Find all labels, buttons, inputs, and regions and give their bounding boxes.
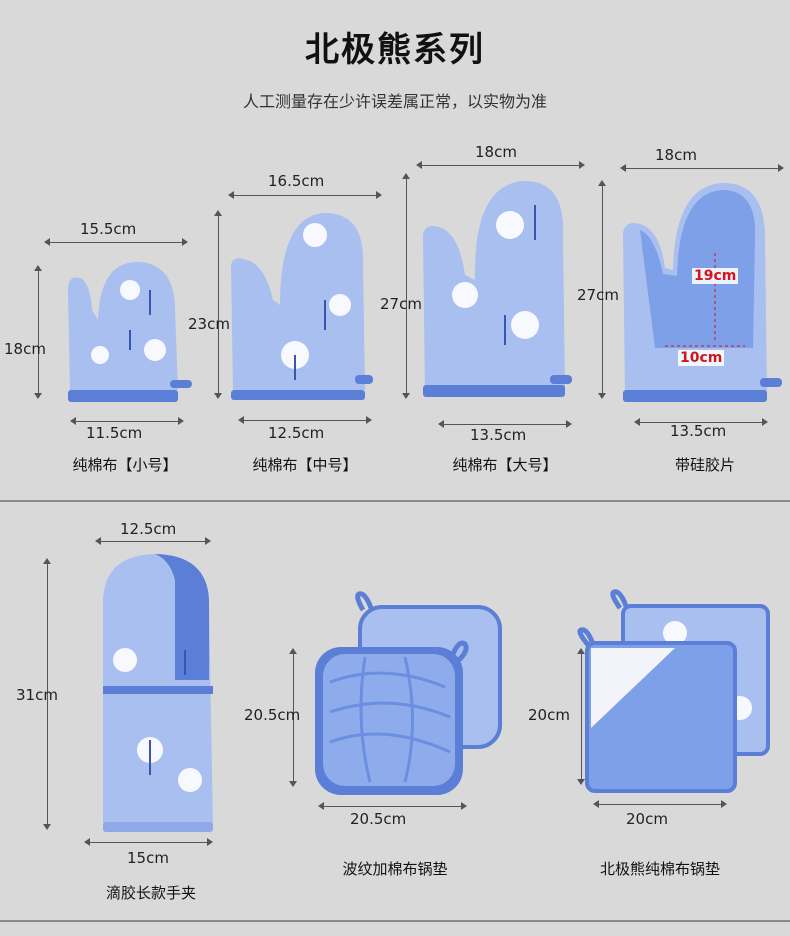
silicone-pot-holder: [315, 591, 502, 795]
small-width-bottom-label: 11.5cm: [86, 424, 143, 442]
small-width-top-line: [44, 238, 188, 246]
silicone-width-bottom-line: [634, 418, 768, 426]
medium-caption: 纯棉布【中号】: [252, 456, 358, 474]
medium-oven-mitt: [231, 213, 373, 400]
cotton-pad-height-label: 20cm: [528, 706, 570, 724]
silicone-width-top-label: 18cm: [655, 146, 697, 164]
medium-width-top-line: [228, 191, 382, 199]
small-width-top-label: 15.5cm: [80, 220, 137, 238]
large-height-line: [402, 173, 410, 399]
silicone-width-top-line: [620, 164, 784, 172]
long-oven-mitt: [103, 554, 213, 832]
section-divider-bottom: [0, 920, 790, 922]
medium-height-label: 23cm: [188, 315, 230, 333]
silicone-pad-width-label: 20.5cm: [350, 810, 407, 828]
long-mitt-height-label: 31cm: [16, 686, 58, 704]
long-mitt-width-bottom-line: [84, 838, 213, 846]
silicone-pad-width-line: [318, 802, 467, 810]
large-width-bottom-line: [438, 420, 572, 428]
large-width-top-label: 18cm: [475, 143, 517, 161]
silicone-pad-height-label: 20.5cm: [244, 706, 301, 724]
silicone-caption: 带硅胶片: [674, 456, 735, 474]
medium-height-line: [214, 210, 222, 399]
silicone-oven-mitt: [623, 183, 782, 402]
small-height-label: 18cm: [4, 340, 46, 358]
small-oven-mitt: [68, 261, 192, 402]
large-height-label: 27cm: [380, 295, 422, 313]
silicone-pad-height-line: [289, 648, 297, 787]
long-mitt-width-top-label: 12.5cm: [120, 520, 177, 538]
large-oven-mitt: [423, 181, 572, 397]
large-caption: 纯棉布【大号】: [452, 456, 558, 474]
silicone-inner-width-label: 10cm: [678, 350, 725, 366]
section-divider-top: [0, 500, 790, 502]
small-width-bottom-line: [70, 417, 184, 425]
long-mitt-caption: 滴胶长款手夹: [105, 884, 196, 902]
page-subtitle: 人工测量存在少许误差属正常，以实物为准: [242, 92, 547, 111]
long-mitt-width-bottom-label: 15cm: [127, 849, 169, 867]
cotton-pad-width-line: [593, 800, 727, 808]
medium-width-bottom-line: [238, 416, 372, 424]
medium-width-top-label: 16.5cm: [268, 172, 325, 190]
large-width-top-line: [416, 161, 585, 169]
large-width-bottom-label: 13.5cm: [470, 426, 527, 444]
cotton-pad-caption: 北极熊纯棉布锅垫: [599, 860, 720, 878]
long-mitt-width-top-line: [95, 537, 211, 545]
silicone-height-line: [598, 180, 606, 399]
silicone-width-bottom-label: 13.5cm: [670, 422, 727, 440]
silicone-height-label: 27cm: [577, 286, 619, 304]
silicone-pad-caption: 波纹加棉布锅垫: [342, 860, 448, 878]
cotton-pad-width-label: 20cm: [626, 810, 668, 828]
medium-width-bottom-label: 12.5cm: [268, 424, 325, 442]
small-height-line: [34, 265, 42, 399]
silicone-inner-height-label: 19cm: [692, 268, 739, 284]
small-caption: 纯棉布【小号】: [72, 456, 178, 474]
long-mitt-height-line: [43, 558, 51, 830]
cotton-pot-holder: [577, 589, 770, 793]
cotton-pad-height-line: [577, 648, 585, 785]
page-title: 北极熊系列: [305, 30, 485, 70]
